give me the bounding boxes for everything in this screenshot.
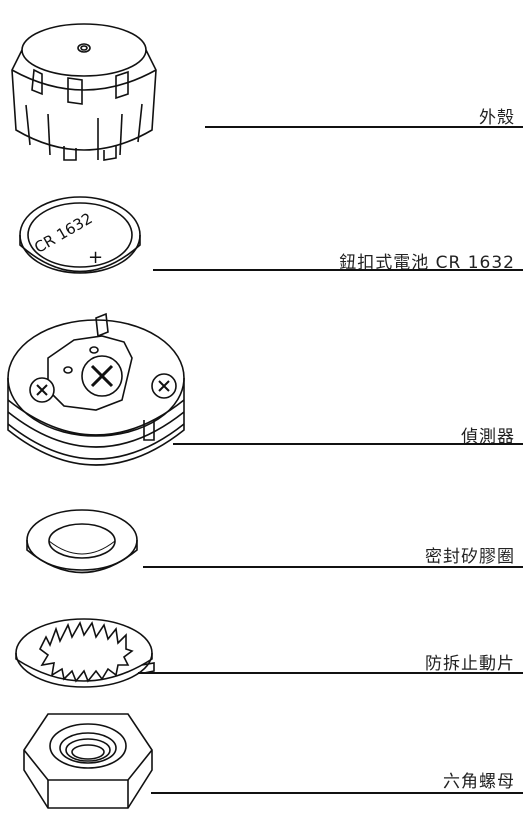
lock-washer-icon	[12, 615, 162, 695]
sensor-shell-icon	[4, 10, 164, 170]
leader-line-battery	[153, 269, 523, 271]
part-label-battery: 鈕扣式電池 CR 1632	[339, 253, 515, 273]
leader-line-nut	[151, 792, 523, 794]
part-label-sensor: 偵測器	[461, 427, 515, 447]
leader-line-seal	[143, 566, 523, 568]
leader-line-sensor	[173, 443, 523, 445]
part-label-shell: 外殼	[479, 108, 515, 128]
silicone-seal-ring-icon	[22, 505, 142, 580]
coin-battery-icon: CR 1632 +	[10, 190, 150, 290]
sensor-module-icon	[4, 310, 194, 490]
part-label-seal: 密封矽膠圈	[425, 547, 515, 567]
leader-line-washer	[138, 672, 523, 674]
part-shell: 外殼	[0, 0, 523, 170]
hex-nut-icon	[18, 710, 158, 820]
part-battery: CR 1632 + 鈕扣式電池 CR 1632	[0, 180, 523, 290]
part-washer: 防拆止動片	[0, 600, 523, 700]
part-label-nut: 六角螺母	[443, 772, 515, 792]
part-nut: 六角螺母	[0, 700, 523, 820]
part-seal: 密封矽膠圈	[0, 500, 523, 580]
part-label-washer: 防拆止動片	[425, 654, 515, 674]
battery-polarity: +	[88, 247, 103, 268]
leader-line-shell	[205, 126, 523, 128]
part-sensor: 偵測器	[0, 300, 523, 490]
